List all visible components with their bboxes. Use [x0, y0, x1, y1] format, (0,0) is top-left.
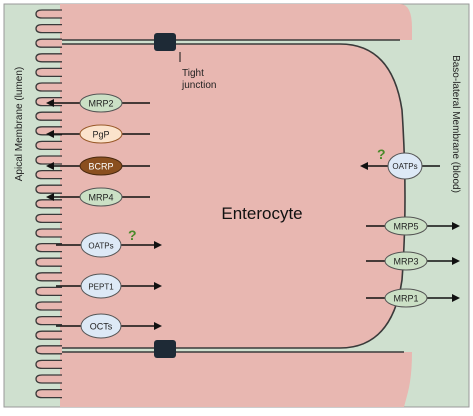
- microvillus: [35, 111, 62, 121]
- microvillus: [35, 345, 62, 355]
- transporter-oatps-apical: [80, 232, 122, 258]
- transporter-mrp1: [384, 288, 428, 308]
- microvillus: [35, 82, 62, 92]
- transporter-label-mrp5: MRP5: [393, 222, 418, 232]
- neighbor-cell-top: [60, 4, 412, 40]
- transporter-label-mrp4: MRP4: [88, 193, 113, 203]
- question-mark-baso: ?: [377, 146, 386, 162]
- microvillus: [35, 272, 62, 282]
- transporter-label-octs: OCTs: [90, 322, 113, 332]
- transporter-label-pgp: PgP: [92, 130, 109, 140]
- tight-junction-bottom: [154, 340, 176, 358]
- tight-junction-label-line2: junction: [181, 80, 216, 91]
- microvilli: [35, 9, 62, 399]
- microvillus: [35, 199, 62, 209]
- transporter-label-mrp3: MRP3: [393, 257, 418, 267]
- apical-transporters: MRP2 PgP BCRP MRP4 OATPs ? PEPT1 OCTs: [46, 93, 162, 339]
- microvillus: [35, 315, 62, 326]
- microvillus: [35, 213, 62, 224]
- transporter-pgp: [79, 124, 123, 144]
- enterocyte-cell: [60, 44, 405, 348]
- microvillus: [35, 374, 62, 384]
- transporter-octs: [80, 313, 122, 339]
- tight-junction-top: [154, 33, 176, 51]
- transporter-label-mrp2: MRP2: [88, 99, 113, 109]
- microvillus: [35, 257, 62, 267]
- microvillus: [35, 228, 62, 238]
- transporter-bcrp: [79, 156, 123, 176]
- microvillus: [35, 242, 62, 253]
- transporter-label-oatps-apical: OATPs: [88, 242, 113, 251]
- transporter-label-bcrp: BCRP: [88, 162, 113, 172]
- apical-membrane-label: Apical Membrane (lumen): [14, 67, 25, 182]
- microvillus: [35, 286, 62, 297]
- microvillus: [35, 155, 62, 165]
- microvillus: [35, 38, 62, 48]
- transporter-label-pept1: PEPT1: [88, 283, 114, 292]
- microvillus: [35, 388, 62, 399]
- transporter-mrp3: [384, 251, 428, 271]
- microvillus: [35, 67, 62, 78]
- microvillus: [35, 23, 62, 34]
- transporter-oatps-baso: [387, 152, 423, 180]
- microvillus: [35, 330, 62, 340]
- microvillus: [35, 53, 62, 63]
- enterocyte-label: Enterocyte: [221, 204, 302, 223]
- microvillus: [35, 184, 62, 194]
- transporter-pept1: [80, 273, 122, 299]
- microvillus: [35, 9, 62, 19]
- basolateral-membrane-label: Baso-lateral Membrane (blood): [450, 55, 461, 193]
- question-mark-apical: ?: [128, 227, 137, 243]
- transporter-mrp4: [79, 187, 123, 207]
- transporter-label-oatps-baso: OATPs: [392, 162, 417, 171]
- transporter-label-mrp1: MRP1: [393, 294, 418, 304]
- microvillus: [35, 169, 62, 180]
- microvillus: [35, 301, 62, 311]
- transporter-mrp2: [79, 93, 123, 113]
- neighbor-cell-bottom: [60, 352, 412, 407]
- tight-junction-label-line1: Tight: [182, 68, 204, 79]
- microvillus: [35, 359, 62, 370]
- microvillus: [35, 96, 62, 107]
- basolateral-transporters: OATPs ? MRP5 MRP3 MRP1: [360, 146, 460, 308]
- transporter-mrp5: [384, 216, 428, 236]
- microvillus: [35, 140, 62, 151]
- cell-membrane: [60, 43, 406, 349]
